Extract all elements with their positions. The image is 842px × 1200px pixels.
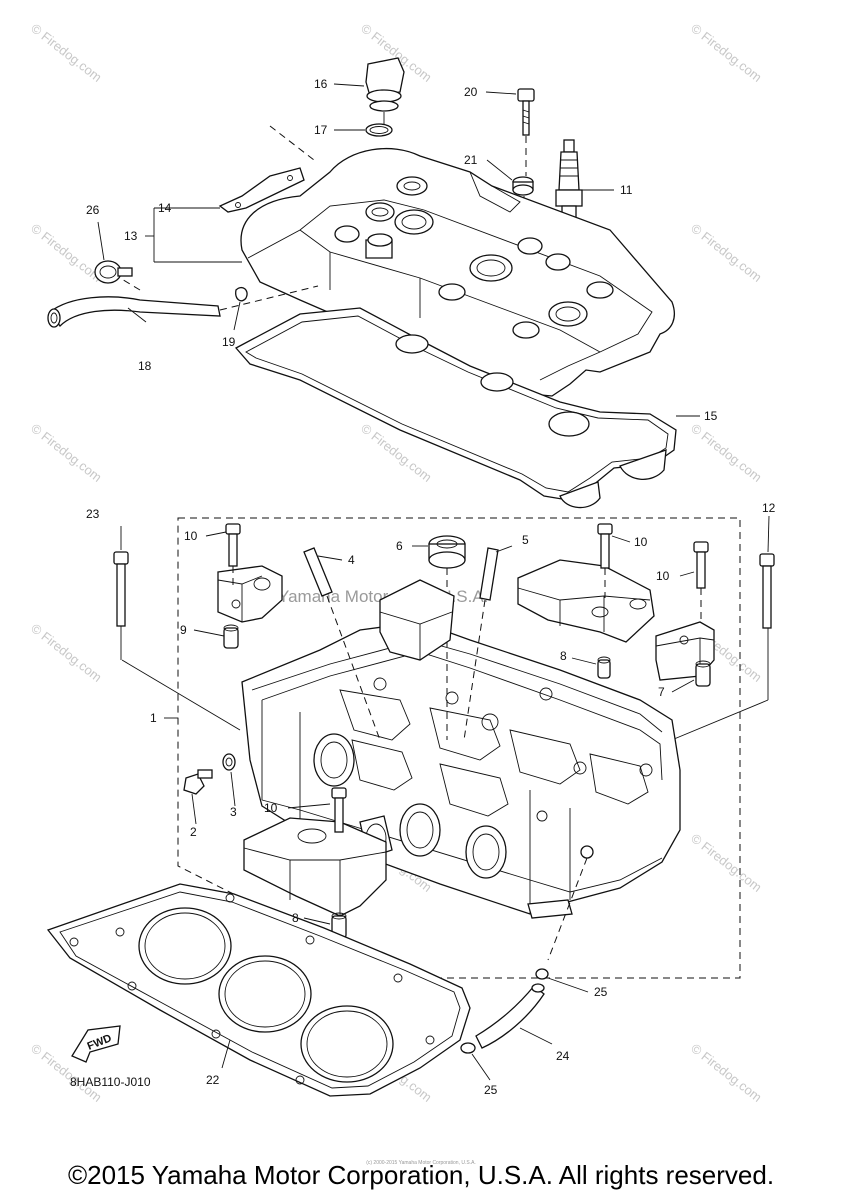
breather-plate [218, 125, 315, 213]
camshaft-cap [217, 565, 283, 623]
callout-4: 4 [348, 553, 355, 567]
callout-12: 12 [762, 501, 776, 515]
hose-clip [235, 286, 248, 302]
valve-guide [303, 547, 381, 741]
watermark: © Firedog.com [28, 421, 105, 485]
callout-5: 5 [522, 533, 529, 547]
callout-2: 2 [190, 825, 197, 839]
callout-11: 11 [620, 183, 633, 197]
callout-17: 17 [314, 123, 328, 137]
long-bolt [759, 553, 775, 629]
head-gasket [46, 883, 471, 1097]
callout-19: 19 [222, 335, 236, 349]
forward-arrow-icon: FWD [71, 1025, 121, 1063]
cap-bolt [693, 541, 709, 620]
dowel-pin [695, 660, 711, 687]
callout-25a: 25 [594, 985, 608, 999]
callout-3: 3 [230, 805, 237, 819]
watermark: © Firedog.com [28, 621, 105, 685]
callout-15: 15 [704, 409, 718, 423]
callout-8a: 8 [560, 649, 567, 663]
callout-10d: 10 [264, 801, 278, 815]
callout-10a: 10 [184, 529, 198, 543]
watermark: © Firedog.com [28, 221, 105, 285]
cap-bolt [225, 523, 241, 590]
callout-25b: 25 [484, 1083, 498, 1097]
copyright-notice: ©2015 Yamaha Motor Corporation, U.S.A. A… [67, 1160, 775, 1190]
oil-filler-cap [365, 57, 405, 126]
hose-clip [460, 1042, 476, 1054]
callout-20: 20 [464, 85, 478, 99]
watermark: © Firedog.com [688, 21, 765, 85]
long-bolt [113, 551, 129, 660]
drain-bolt [183, 769, 213, 795]
callout-24: 24 [556, 1049, 570, 1063]
callout-7: 7 [658, 685, 665, 699]
water-hose [475, 983, 545, 1049]
callout-14: 14 [158, 201, 172, 215]
breather-hose [47, 271, 319, 328]
watermark: © Firedog.com [28, 21, 105, 85]
leader-lines [97, 83, 770, 1081]
gasket-washer [222, 753, 236, 771]
fine-print: (c) 2000-2015 Yamaha Motor Corporation, … [366, 1160, 476, 1166]
callout-6: 6 [396, 539, 403, 553]
hose-clip [535, 968, 549, 980]
assembly-box [121, 517, 769, 979]
callout-18: 18 [138, 359, 152, 373]
callout-23: 23 [86, 507, 100, 521]
callout-1: 1 [150, 711, 157, 725]
camshaft-cap [243, 817, 387, 917]
o-ring [365, 123, 393, 137]
callout-21: 21 [464, 153, 478, 167]
cylinder-head-cover [240, 147, 675, 397]
callout-9: 9 [180, 623, 187, 637]
dowel-pin [597, 656, 611, 679]
watermark: © Firedog.com [688, 831, 765, 895]
callout-26: 26 [86, 203, 100, 217]
valve-guide [463, 547, 499, 741]
callout-10c: 10 [656, 569, 670, 583]
diagram-code: 8HAB110-J010 [70, 1075, 151, 1089]
callout-8b: 8 [292, 911, 299, 925]
callout-22: 22 [206, 1073, 220, 1087]
hose-clamp [94, 260, 133, 284]
watermark: © Firedog.com [688, 221, 765, 285]
callouts: 16 17 20 21 11 26 14 13 18 19 15 23 12 1… [86, 77, 776, 1097]
dowel-pin [223, 624, 239, 649]
bolt [517, 88, 535, 136]
watermark: © Firedog.com [688, 1041, 765, 1105]
callout-10b: 10 [634, 535, 648, 549]
camshaft-cap [517, 559, 655, 643]
cover-gasket [234, 307, 677, 509]
cap-bolt [331, 787, 347, 833]
watermark: © Firedog.com [688, 421, 765, 485]
callout-16: 16 [314, 77, 328, 91]
cam-bracket [379, 579, 455, 661]
callout-13: 13 [124, 229, 138, 243]
cap-bolt [597, 523, 613, 598]
cylinder-head [241, 621, 681, 961]
